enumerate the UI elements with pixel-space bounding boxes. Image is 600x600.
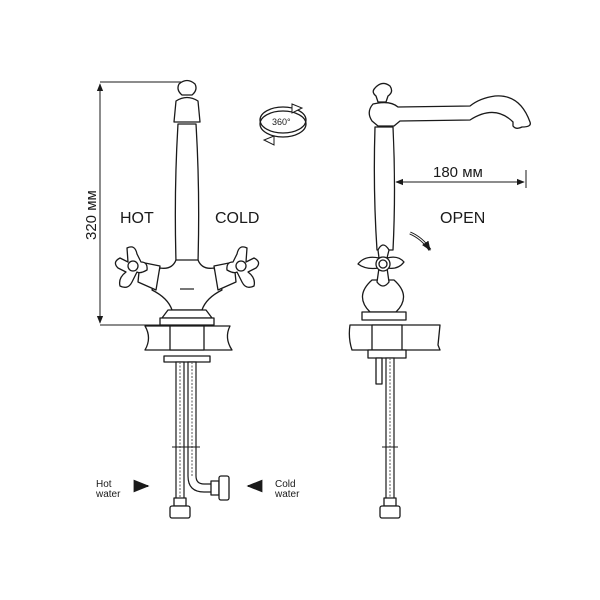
brand-logo: [180, 288, 194, 290]
base-collar: [161, 309, 213, 319]
mounting-nut: [367, 349, 407, 359]
top-knob: [177, 79, 197, 96]
top-knob: [372, 82, 393, 103]
height-dimension-line: [96, 81, 185, 326]
base-collar: [361, 311, 407, 321]
height-dimension-label: 320 мм: [83, 190, 100, 240]
cold-water-label-line1: Cold: [275, 479, 296, 490]
rotation-360-icon: 360°: [259, 103, 307, 146]
cross-handle[interactable]: [357, 244, 405, 287]
cold-cross-handle[interactable]: [226, 246, 260, 288]
hot-label: HOT: [120, 210, 154, 227]
supply-hose: [379, 357, 401, 519]
open-direction-arrow-icon: [409, 232, 431, 251]
spout: [368, 95, 531, 129]
column: [373, 126, 396, 251]
mixer-body: [151, 259, 223, 311]
cold-water-hose: [186, 361, 230, 501]
front-view-faucet: 320 мм: [83, 79, 300, 519]
cold-label: COLD: [215, 210, 259, 227]
mounting-shank: [371, 324, 403, 351]
hot-water-label-line1: Hot: [96, 479, 112, 490]
column: [174, 123, 200, 263]
hot-water-hose: [169, 361, 191, 519]
drain-rod: [375, 357, 383, 385]
base-plate: [159, 317, 215, 326]
rotation-label: 360°: [272, 117, 291, 127]
hot-water-label-line2: water: [95, 489, 121, 500]
reach-dimension-label: 180 мм: [433, 164, 483, 181]
top-cap: [173, 96, 201, 123]
side-view-faucet: 180 мм OPEN: [348, 82, 531, 519]
cold-water-label-line2: water: [274, 489, 300, 500]
open-label: OPEN: [440, 210, 485, 227]
mounting-nut: [163, 355, 211, 363]
mounting-shank: [169, 325, 205, 351]
hot-cross-handle[interactable]: [114, 246, 148, 288]
